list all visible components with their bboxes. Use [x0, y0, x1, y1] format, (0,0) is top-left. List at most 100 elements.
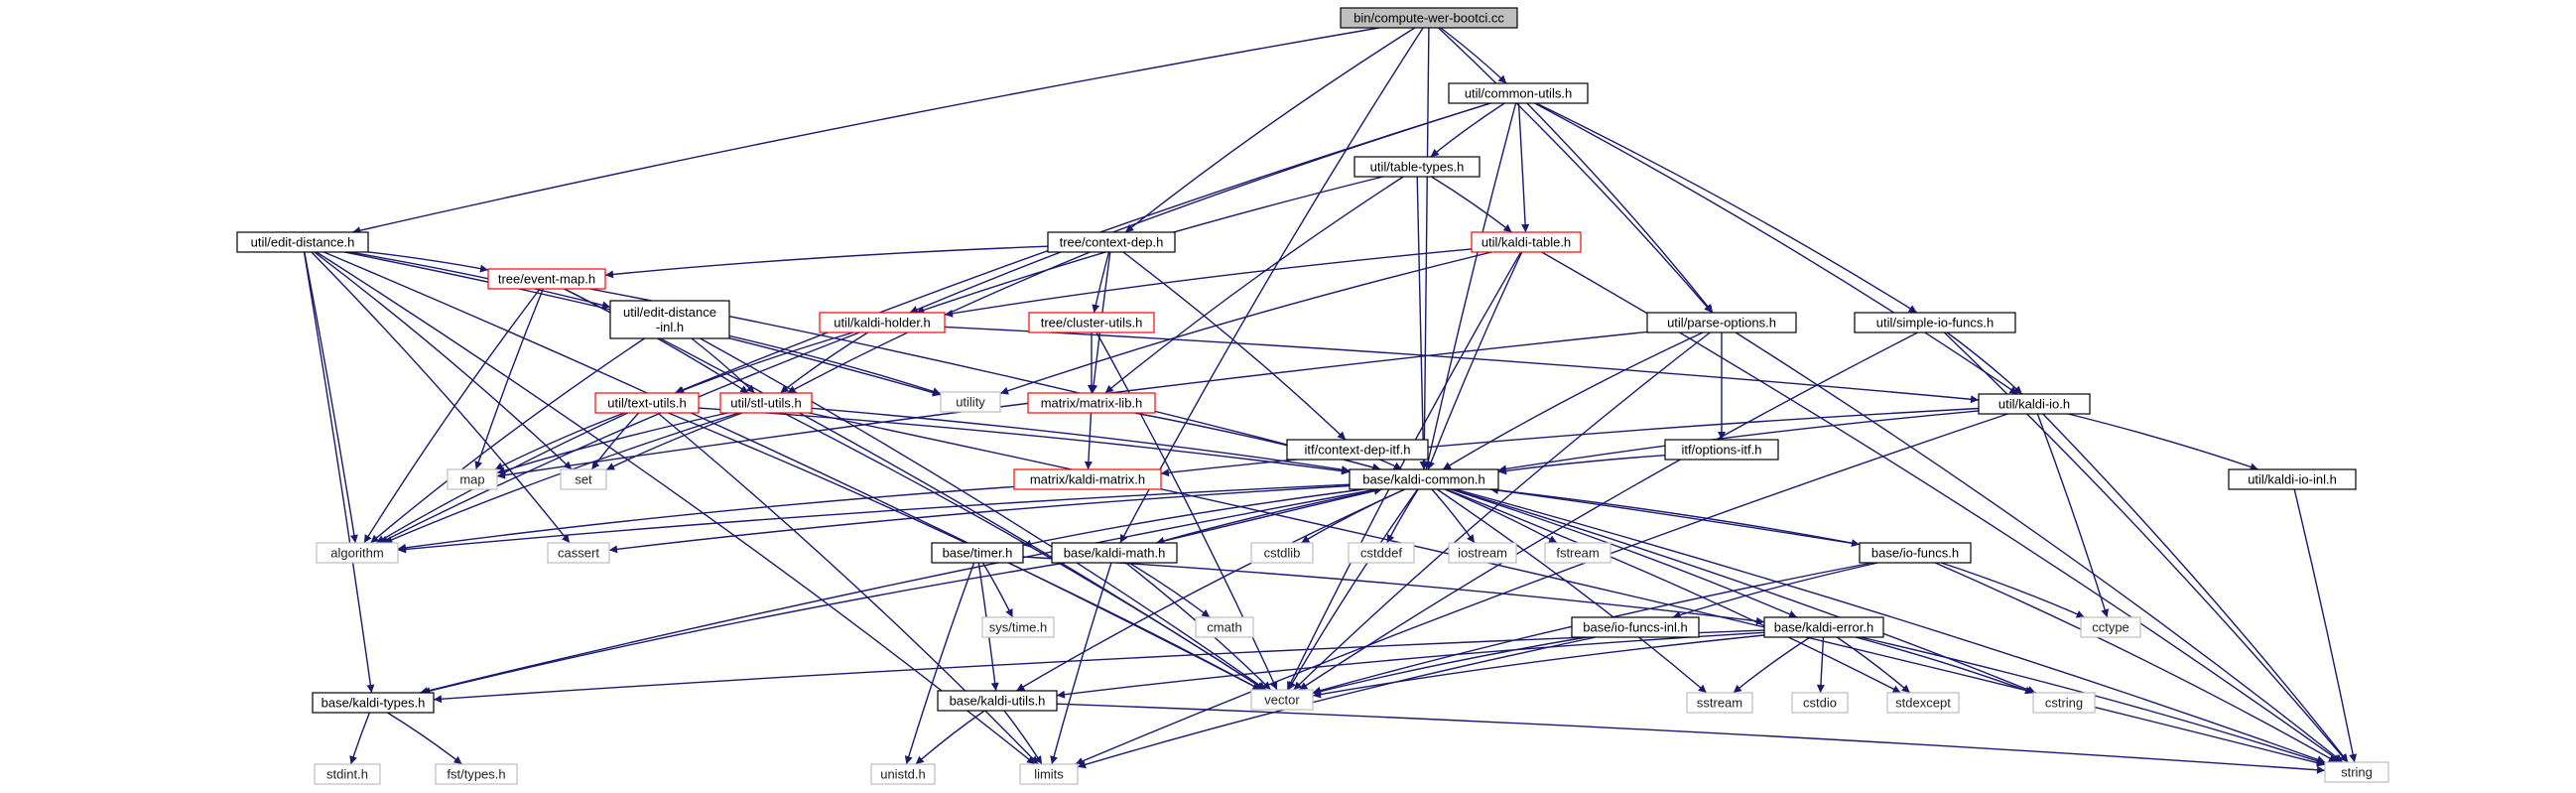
edge-parse_options-to-kaldi_common [1442, 331, 1704, 470]
node-label: tree/event-map.h [498, 272, 595, 287]
node-set: set [560, 468, 607, 490]
node-context-dep[interactable]: tree/context-dep.h [1047, 231, 1176, 253]
node-label: sys/time.h [989, 620, 1048, 635]
node-kaldi-math[interactable]: base/kaldi-math.h [1051, 542, 1178, 564]
node-label: fst/types.h [447, 767, 505, 782]
node-options-itf[interactable]: itf/options-itf.h [1664, 439, 1779, 461]
node-kaldi-error[interactable]: base/kaldi-error.h [1763, 616, 1884, 638]
node-label: util/text-utils.h [607, 396, 686, 411]
node-label: -inl.h [656, 320, 684, 334]
node-label: cassert [558, 546, 599, 561]
node-label: vector [1264, 693, 1300, 708]
node-kaldi-holder[interactable]: util/kaldi-holder.h [819, 312, 946, 333]
edge-kaldi_matrix-to-algorithm [397, 485, 1015, 552]
edge-kaldi_common-to-kaldi_math [1156, 488, 1382, 545]
node-io-funcs-inl[interactable]: base/io-funcs-inl.h [1571, 616, 1700, 638]
node-kaldi-types[interactable]: base/kaldi-types.h [312, 692, 435, 714]
node-label: util/simple-io-funcs.h [1876, 316, 1995, 330]
edge-kaldi_holder-to-text_utils [676, 331, 853, 394]
node-fstream: fstream [1544, 542, 1611, 564]
node-edit-distance[interactable]: util/edit-distance.h [236, 231, 369, 253]
node-label: base/kaldi-types.h [322, 696, 426, 711]
edge-kaldi_math-to-limits [1050, 562, 1112, 765]
edge-kaldi_io_inl-to-string [2293, 488, 2358, 763]
edge-context_dep-to-context_dep_itf [1122, 251, 1347, 441]
edge-table_types-to-matrix_lib [1104, 176, 1404, 394]
edge-stl_utils-to-set [605, 412, 743, 471]
edge-io_funcs-to-io_funcs_inl [1672, 562, 1878, 619]
node-label: base/timer.h [943, 546, 1013, 561]
node-kaldi-matrix[interactable]: matrix/kaldi-matrix.h [1013, 468, 1162, 490]
edge-root-to-common_utils [1440, 27, 1507, 84]
edge-stl_utils-to-map [496, 412, 728, 474]
node-label: util/stl-utils.h [730, 396, 802, 411]
edge-cluster_utils-to-vector [1095, 331, 1278, 691]
edge-kaldi_math-to-kaldi_common [1156, 486, 1382, 544]
edge-event_map-to-map [474, 288, 544, 470]
edge-table_types-to-kaldi_table [1431, 176, 1512, 233]
node-cluster-utils[interactable]: tree/cluster-utils.h [1028, 312, 1155, 333]
edge-kaldi_common-to-timer [1022, 488, 1364, 548]
node-label: base/io-funcs-inl.h [1583, 620, 1688, 635]
node-io-funcs[interactable]: base/io-funcs.h [1859, 542, 1972, 564]
node-label: base/kaldi-math.h [1064, 546, 1166, 561]
edge-kaldi_table-to-kaldi_common [1427, 251, 1523, 470]
node-kaldi-common[interactable]: base/kaldi-common.h [1349, 468, 1499, 490]
node-parse-options[interactable]: util/parse-options.h [1646, 312, 1797, 333]
edge-kaldi_common-to-sstream [1436, 488, 1708, 694]
edge-kaldi_math-to-kaldi_types [422, 562, 1066, 695]
edge-edit_distance_inl-to-utility [728, 334, 942, 396]
node-kaldi-table[interactable]: util/kaldi-table.h [1471, 231, 1582, 253]
node-cassert: cassert [547, 542, 610, 564]
node-edit-distance-inl[interactable]: util/edit-distance-inl.h [609, 300, 730, 339]
edge-stl_utils-to-vector [783, 412, 1265, 691]
node-label: map [459, 472, 484, 487]
edge-text_utils-to-map [494, 412, 625, 470]
node-cstddef: cstddef [1348, 542, 1415, 564]
edge-io_funcs_inl-to-vector [1312, 636, 1588, 696]
node-table-types[interactable]: util/table-types.h [1353, 156, 1481, 178]
edge-kaldi_error-to-sstream [1733, 636, 1811, 694]
node-kaldi-utils[interactable]: base/kaldi-utils.h [937, 690, 1058, 712]
edge-kaldi_error-to-vector [1312, 634, 1765, 699]
edge-kaldi_common-to-io_funcs [1489, 488, 1861, 548]
edge-stl_utils-to-string [808, 412, 2326, 767]
node-cstdio: cstdio [1791, 692, 1849, 714]
edge-timer-to-kaldi_error [1022, 556, 1765, 625]
edge-kaldi_common-to-kaldi_types [419, 488, 1378, 695]
edge-kaldi_utils-to-limits [1003, 710, 1043, 765]
node-text-utils[interactable]: util/text-utils.h [594, 392, 700, 414]
edge-edit_distance-to-kaldi_types [303, 251, 375, 694]
edge-kaldi_table-to-kaldi_holder [944, 248, 1473, 318]
node-stl-utils[interactable]: util/stl-utils.h [719, 392, 813, 414]
edge-edit_distance-to-set [314, 251, 573, 470]
node-kaldi-io[interactable]: util/kaldi-io.h [1978, 393, 2091, 415]
edge-timer-to-unistd [904, 562, 975, 765]
node-label: util/edit-distance.h [251, 235, 355, 250]
node-simple-io-funcs[interactable]: util/simple-io-funcs.h [1854, 312, 2016, 333]
edge-common_utils-to-kaldi_holder [909, 102, 1491, 314]
node-sstream: sstream [1686, 692, 1753, 714]
node-label: tree/cluster-utils.h [1041, 316, 1143, 330]
edge-root-to-parse_options [1438, 27, 1713, 314]
node-label: base/io-funcs.h [1871, 546, 1959, 561]
edge-edit_distance-to-algorithm [304, 251, 358, 544]
edge-root-to-context_dep [1124, 27, 1416, 233]
node-context-dep-itf[interactable]: itf/context-dep-itf.h [1286, 439, 1429, 461]
node-label: cctype [2092, 620, 2129, 635]
node-event-map[interactable]: tree/event-map.h [487, 268, 606, 290]
edge-common_utils-to-kaldi_common [1424, 102, 1517, 470]
node-matrix-lib[interactable]: matrix/matrix-lib.h [1027, 392, 1156, 414]
node-timer[interactable]: base/timer.h [931, 542, 1024, 564]
node-common-utils[interactable]: util/common-utils.h [1448, 82, 1589, 104]
edge-kaldi_table-to-utility [999, 251, 1492, 395]
edge-kaldi_utils-to-string [1056, 703, 2326, 774]
node-kaldi-io-inl[interactable]: util/kaldi-io-inl.h [2228, 468, 2357, 490]
edge-parse_options-to-string [1735, 331, 2344, 763]
edge-root-to-edit_distance [352, 27, 1379, 235]
edge-kaldi_error-to-kaldi_types [433, 629, 1765, 704]
edge-io_funcs_inl-to-limits [1077, 636, 1597, 769]
node-root[interactable]: bin/compute-wer-bootci.cc [1340, 7, 1518, 29]
node-string: string [2324, 761, 2389, 783]
